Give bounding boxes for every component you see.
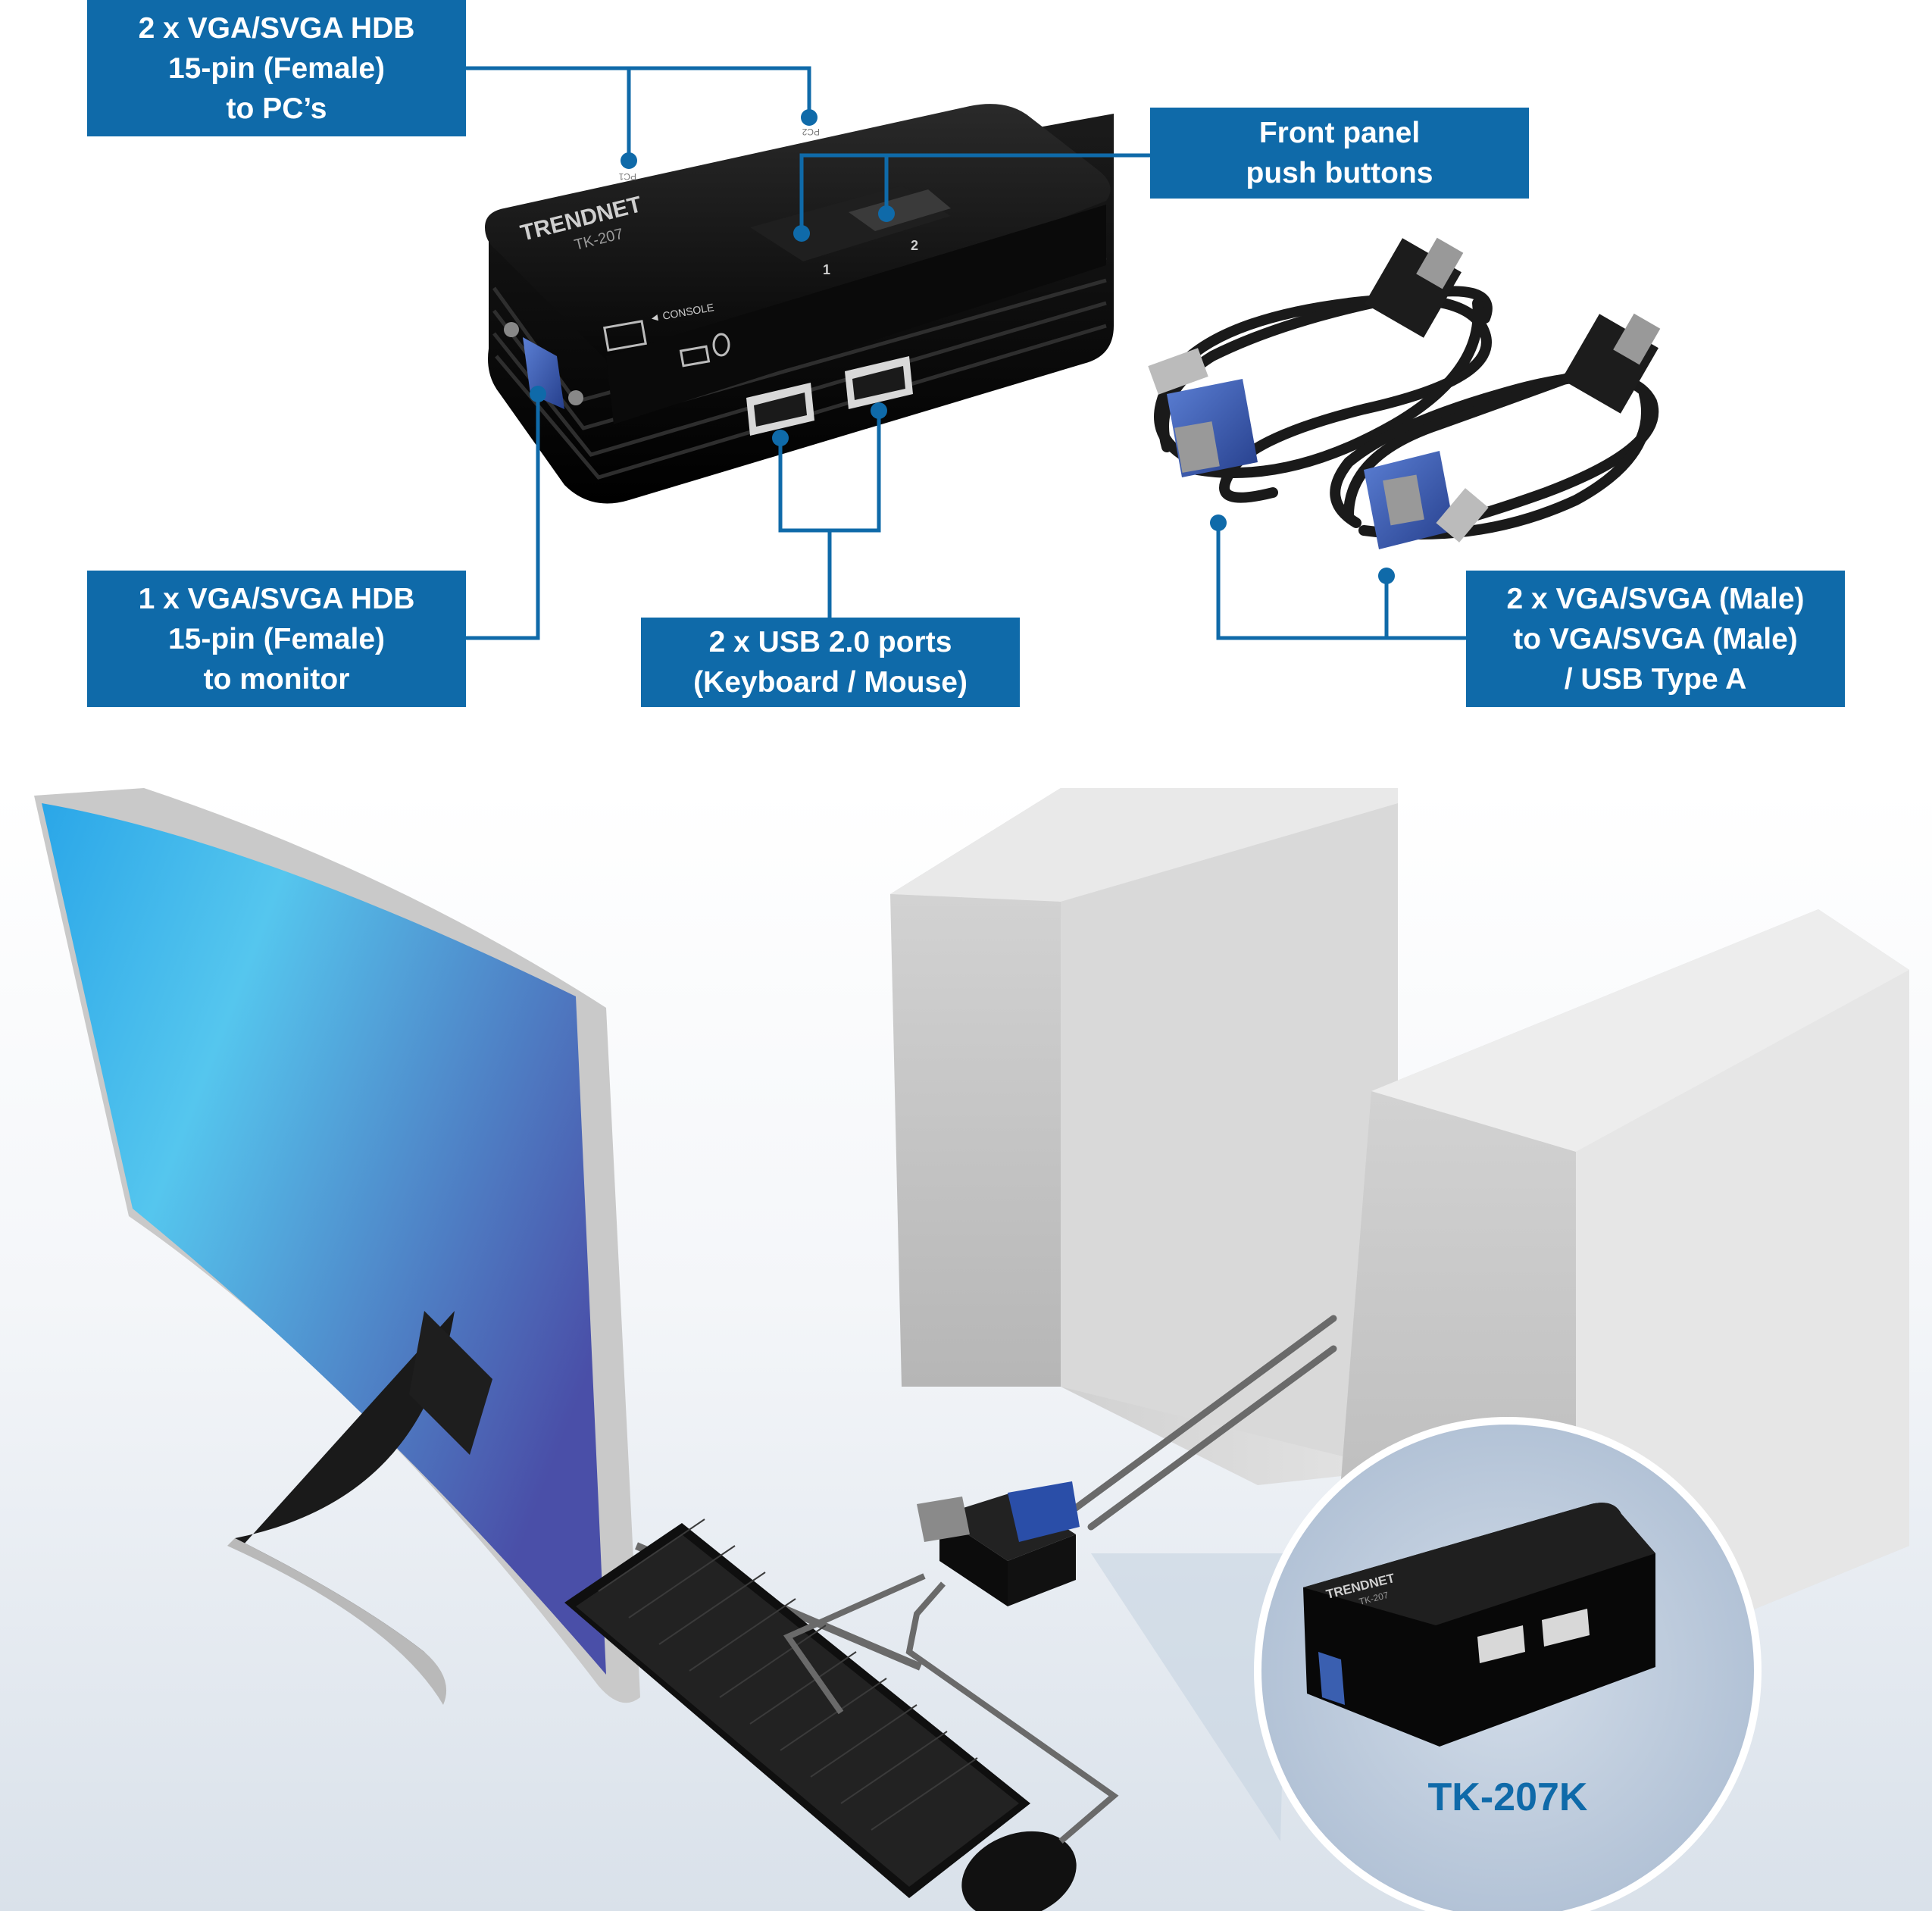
mouse: [961, 1831, 1077, 1911]
pc-tower-1: [890, 788, 1398, 1485]
mouse-icon: [712, 333, 730, 357]
callout-line: 2 x USB 2.0 ports: [708, 626, 952, 658]
inset-model-label: TK-207K: [1427, 1775, 1588, 1819]
curved-monitor: [34, 788, 640, 1705]
monitor-icon: [603, 320, 647, 352]
callout-line: Front panel: [1258, 117, 1421, 149]
callout-line: 2 x VGA/SVGA HDB: [138, 11, 415, 45]
kvm-switch-device: TRENDNET TK-207 ◄ CONSOLE 1 2 PC1 PC2: [485, 104, 1114, 504]
callout-usb-ports: 2 x USB 2.0 ports (Keyboard / Mouse): [641, 618, 1020, 707]
callout-cables: 2 x VGA/SVGA (Male) to VGA/SVGA (Male) /…: [1466, 571, 1845, 707]
kvm-switch-in-scene: [917, 1481, 1080, 1606]
callout-line: to monitor: [203, 662, 350, 696]
callout-line: to PC’s: [226, 92, 327, 125]
callout-pc-ports: 2 x VGA/SVGA HDB 15-pin (Female) to PC’s: [87, 0, 466, 136]
usb-ports: [746, 356, 913, 436]
keyboard: [564, 1518, 1030, 1898]
callout-monitor-port: 1 x VGA/SVGA HDB 15-pin (Female) to moni…: [87, 571, 466, 707]
peripheral-cables: [783, 1573, 1119, 1844]
callout-line: push buttons: [1246, 157, 1433, 189]
port-pc1-label: PC1: [618, 171, 636, 182]
button-1-label: 1: [823, 262, 830, 277]
button-2-label: 2: [911, 238, 918, 253]
port-pc2-label: PC2: [802, 127, 820, 137]
callout-line: 15-pin (Female): [167, 622, 386, 655]
callout-line: 1 x VGA/SVGA HDB: [138, 582, 415, 615]
usage-scene: TRENDNET TK-207: [0, 788, 1932, 1911]
product-inset: TRENDNET TK-207: [1091, 1417, 1762, 1911]
callout-line: to VGA/SVGA (Male): [1513, 622, 1798, 655]
callout-line: 2 x VGA/SVGA (Male): [1506, 582, 1805, 615]
callout-line: (Keyboard / Mouse): [693, 666, 968, 699]
pc-cables: [1072, 1315, 1337, 1531]
callout-line: / USB Type A: [1564, 662, 1747, 696]
callout-front-buttons: Front panel push buttons: [1150, 108, 1529, 199]
keyboard-icon: [679, 345, 711, 368]
callout-line: 15-pin (Female): [167, 52, 386, 85]
cable-bundles: [1148, 237, 1661, 549]
